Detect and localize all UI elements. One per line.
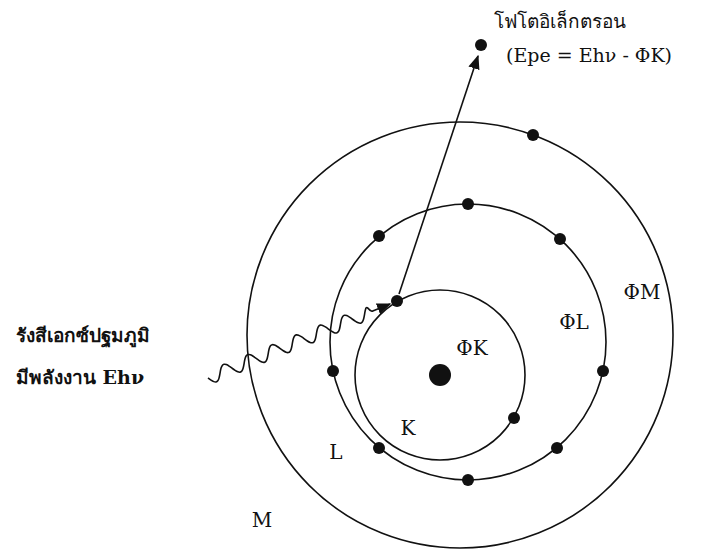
particle-label: โฟโตอิเล็กตรอน (494, 10, 626, 34)
m-shell (247, 122, 673, 548)
electron (597, 365, 609, 377)
shell-name: K (401, 416, 416, 441)
electron (508, 412, 520, 424)
ejected-electron (391, 295, 403, 307)
electron (462, 198, 474, 210)
binding-energy: ΦK (456, 336, 487, 361)
shell-name: L (329, 440, 342, 465)
formula: (Epe = Ehν - ΦK) (506, 44, 672, 68)
electron (527, 129, 539, 141)
electron (327, 365, 339, 377)
ejection-arrow (399, 56, 478, 294)
electron (554, 233, 566, 245)
xray-wave (208, 304, 390, 382)
electron (373, 442, 385, 454)
energy-label: มีพลังงาน Ehν (16, 366, 144, 390)
nucleus (429, 364, 451, 386)
binding-energy: ΦL (559, 310, 589, 335)
ray-label: รังสีเอกซ์ปฐมภูมิ (16, 324, 150, 348)
electron (462, 474, 474, 486)
electron (551, 442, 563, 454)
electron (373, 230, 385, 242)
photoelectron (475, 39, 487, 51)
binding-energy: ΦM (624, 280, 661, 305)
electrons (327, 39, 609, 486)
shell-name: M (252, 508, 272, 533)
l-shell (330, 204, 606, 480)
k-shell (355, 290, 525, 460)
